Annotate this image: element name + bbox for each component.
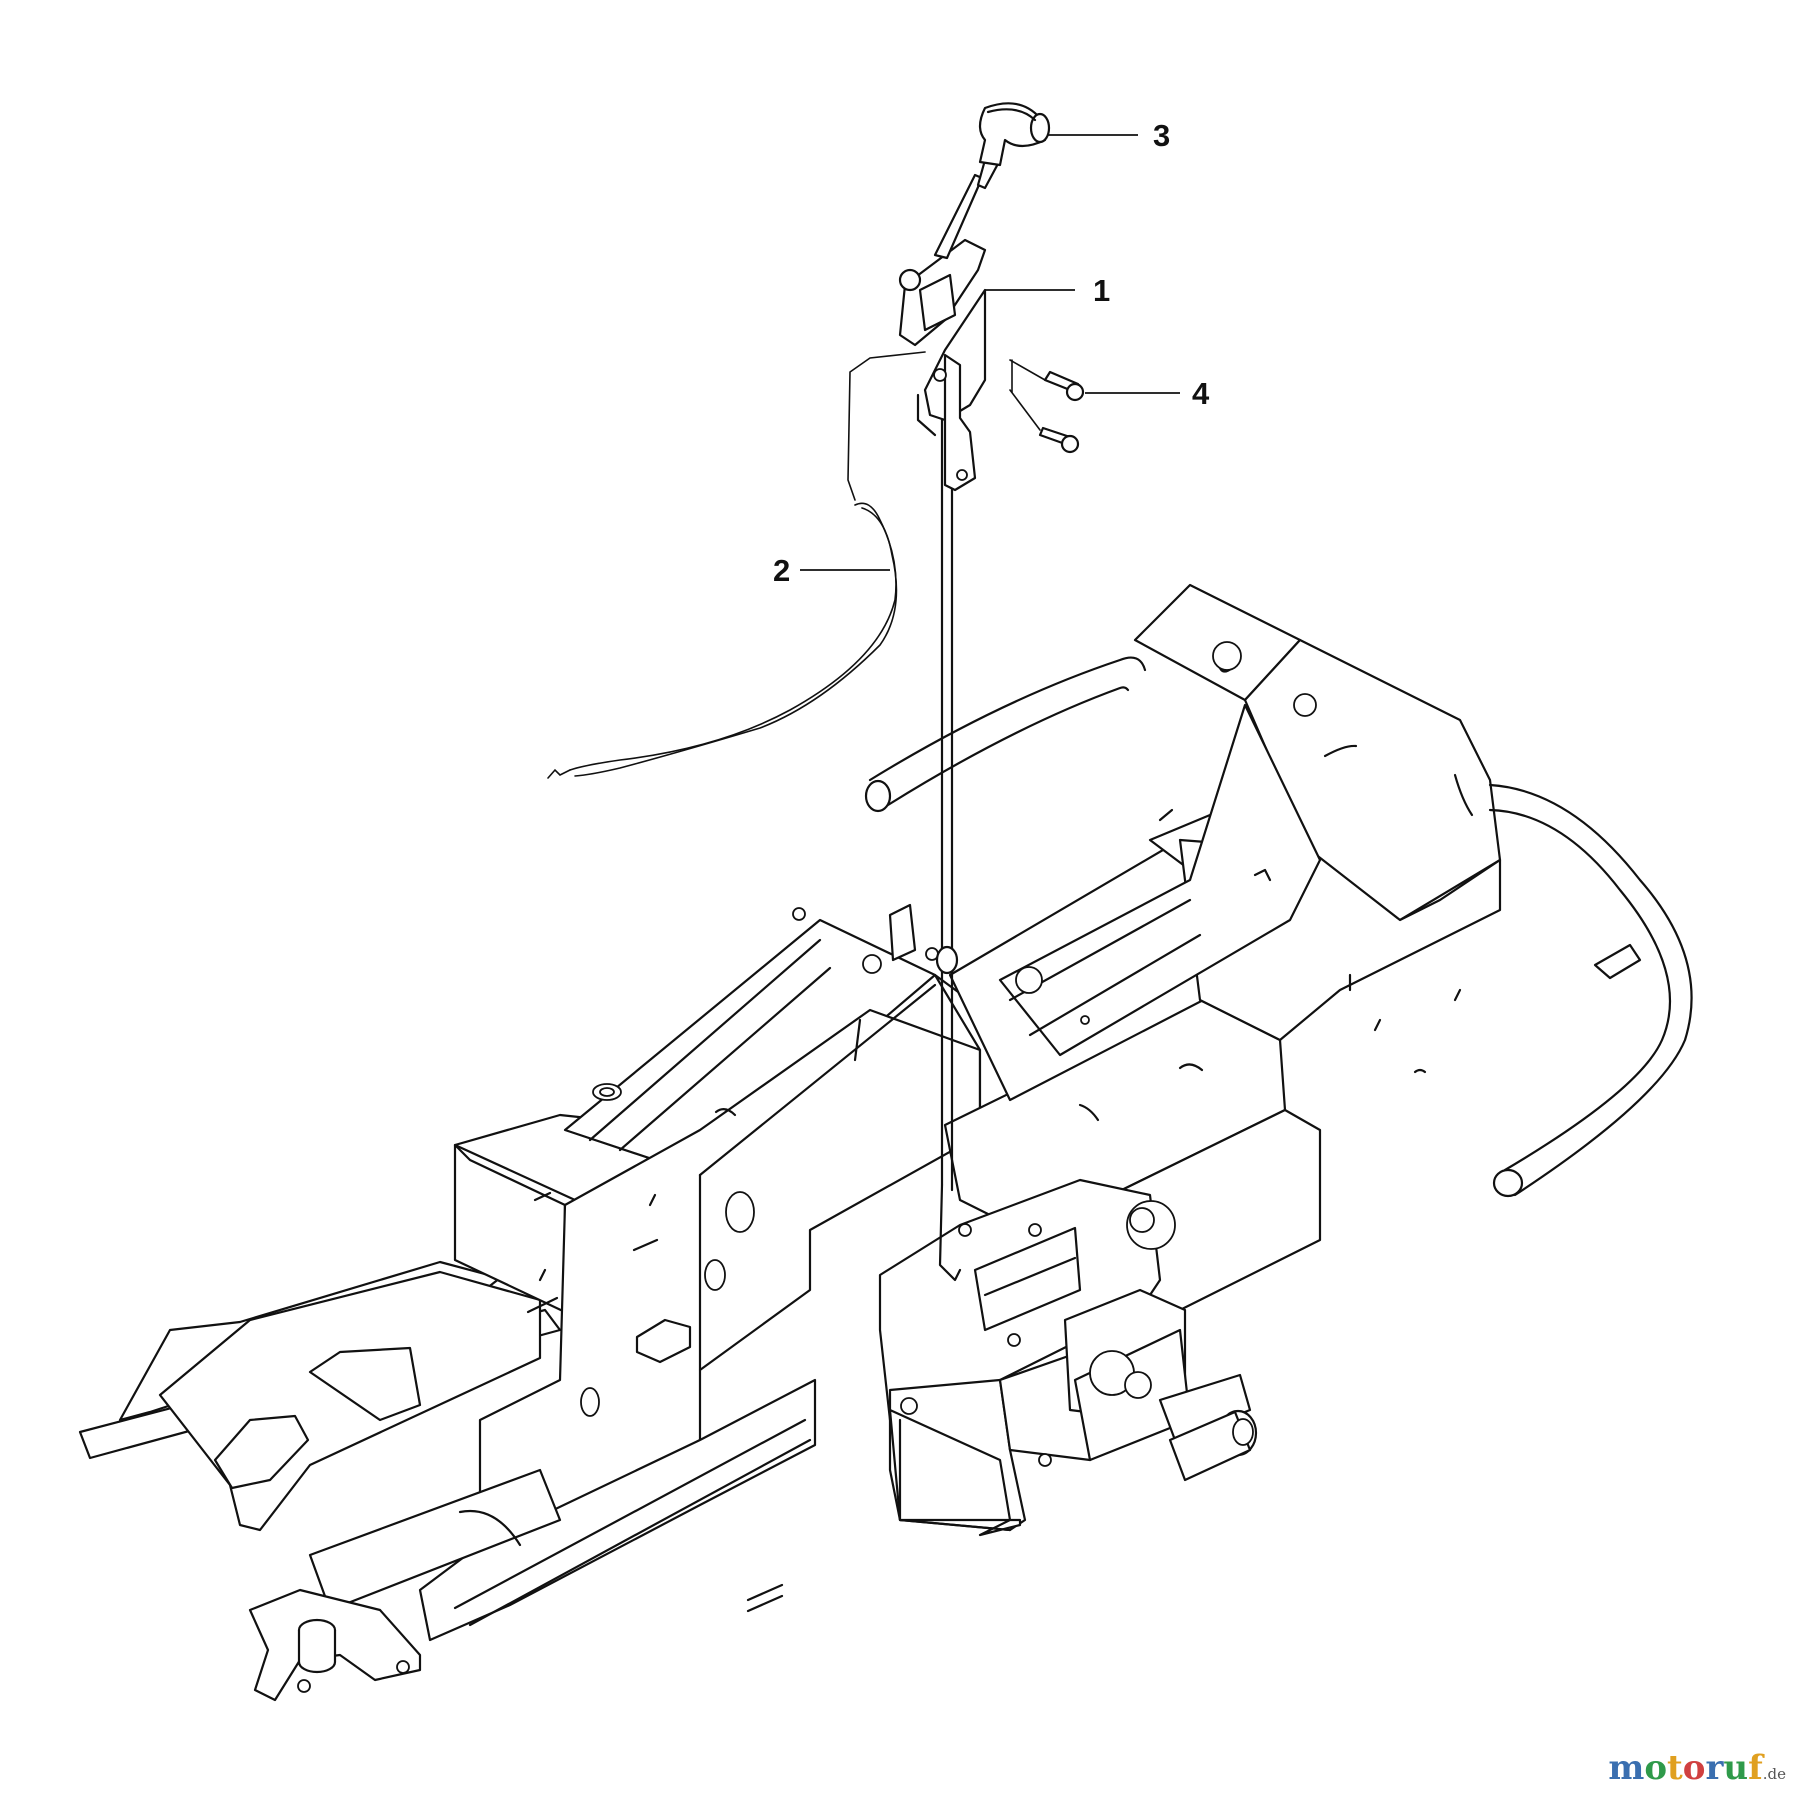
callout-label-1: 1 — [1093, 273, 1110, 308]
callout-3: 3 — [1048, 118, 1170, 153]
lever-knob — [978, 102, 1051, 167]
watermark-letter: r — [1705, 1748, 1724, 1788]
watermark-letter: m — [1608, 1748, 1645, 1788]
screws — [1009, 359, 1085, 454]
watermark-suffix: .de — [1762, 1765, 1786, 1783]
callout-1: 1 — [985, 273, 1110, 308]
watermark-brand: motoruf — [1608, 1748, 1762, 1788]
control-rod — [935, 398, 962, 1282]
rear-tube — [1488, 783, 1693, 1198]
mounting-bracket — [916, 288, 987, 492]
watermark-letter: u — [1723, 1748, 1749, 1788]
watermark-letter: t — [1667, 1748, 1683, 1788]
frame-details — [458, 641, 1474, 1547]
chassis-frame — [78, 583, 1642, 1702]
watermark-letter: o — [1682, 1748, 1706, 1788]
watermark-logo: motoruf.de — [1608, 1748, 1786, 1788]
seat-support-tube — [864, 656, 1147, 813]
callout-4: 4 — [1085, 376, 1210, 411]
callout-2: 2 — [773, 553, 890, 588]
throttle-lever — [898, 158, 1002, 347]
watermark-letter: f — [1748, 1748, 1763, 1788]
callout-label-2: 2 — [773, 553, 790, 588]
watermark-letter: o — [1644, 1748, 1668, 1788]
callout-label-4: 4 — [1192, 376, 1210, 411]
throttle-cable — [547, 351, 926, 779]
callout-label-3: 3 — [1153, 118, 1170, 153]
